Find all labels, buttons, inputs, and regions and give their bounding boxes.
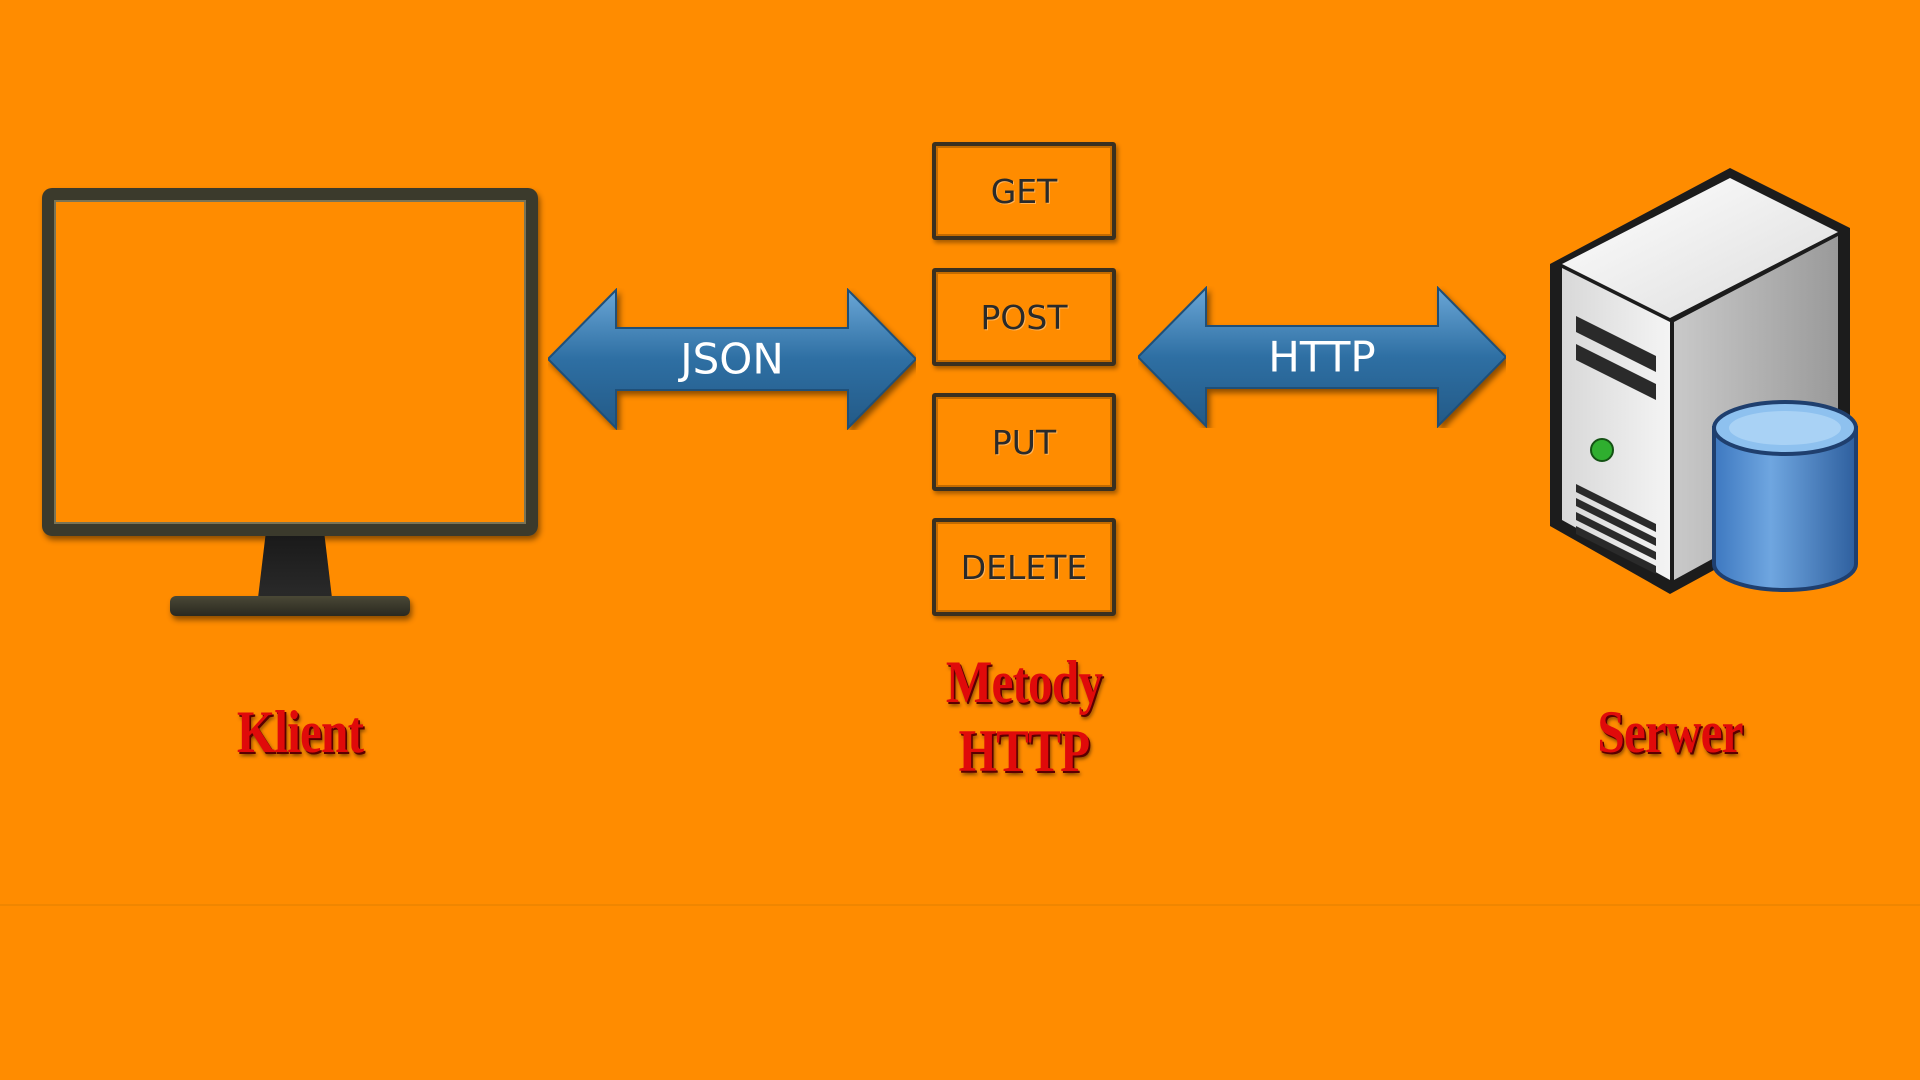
method-post: POST [932,268,1116,366]
monitor-base [170,596,410,616]
methods-title-line1: Metody [945,649,1103,715]
monitor-screen [42,188,538,536]
method-get: GET [932,142,1116,240]
http-double-arrow: HTTP [1138,286,1506,428]
methods-title-line2: HTTP [958,718,1090,784]
methods-title: Metody HTTP [909,648,1139,786]
json-arrow-icon [548,288,916,430]
method-put: PUT [932,393,1116,491]
json-double-arrow: JSON [548,288,916,430]
server-label: Serwer [1597,699,1743,765]
http-arrow-label: HTTP [1268,332,1376,382]
database-cylinder-icon [1712,400,1858,592]
http-arrow-icon [1138,286,1506,428]
client-label: Klient [236,699,364,765]
json-arrow-label: JSON [680,334,784,384]
monitor-stand [258,536,332,598]
method-delete: DELETE [932,518,1116,616]
divider [0,904,1920,906]
server-tower-icon [1540,166,1880,596]
